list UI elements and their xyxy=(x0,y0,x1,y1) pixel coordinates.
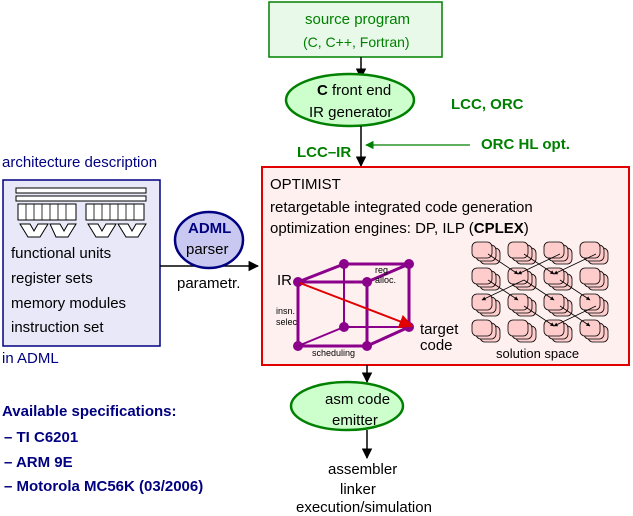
front-end-ellipse xyxy=(284,72,416,128)
target-label: target xyxy=(420,321,459,338)
parser-label: parser xyxy=(186,241,229,258)
lcc-ir-label: LCC–IR xyxy=(297,144,352,161)
emitter-label: emitter xyxy=(332,412,378,429)
source-program-languages: (C, C++, Fortran) xyxy=(303,34,410,50)
solution-node xyxy=(471,293,501,317)
solution-node xyxy=(507,293,537,317)
solution-edge xyxy=(523,305,555,327)
solution-node xyxy=(471,267,501,291)
solution-edge xyxy=(487,253,519,275)
solution-node xyxy=(507,319,537,343)
optimist-title: OPTIMIST xyxy=(270,176,341,193)
cube-insn-label: insn. xyxy=(276,306,296,316)
solution-node xyxy=(543,241,573,265)
solution-edge xyxy=(559,279,591,301)
solution-node xyxy=(579,267,609,291)
cube-ir-label: IR xyxy=(277,272,292,289)
spec-motorola: – Motorola MC56K (03/2006) xyxy=(4,478,204,495)
solution-edge xyxy=(487,279,519,301)
front-end-c: C xyxy=(317,82,328,99)
optimist-engines-close: ) xyxy=(523,220,529,237)
arch-item-instruction-set: instruction set xyxy=(11,319,104,336)
spec-ti-c6201: – TI C6201 xyxy=(4,429,79,446)
output-execution: execution/simulation xyxy=(296,499,432,516)
solution-space-graph xyxy=(471,241,609,343)
spec-arm-9e: – ARM 9E xyxy=(4,454,73,471)
solution-node xyxy=(471,319,501,343)
solution-edge xyxy=(523,253,555,275)
optimist-engines-cplex: CPLEX xyxy=(473,220,524,237)
orc-hl-opt-label: ORC HL opt. xyxy=(481,136,570,153)
ir-generator-label: IR generator xyxy=(309,104,393,121)
adml-parser-ellipse xyxy=(173,210,245,270)
parametr-label: parametr. xyxy=(177,275,241,292)
asm-code-label: asm code xyxy=(325,391,391,408)
cube-alloc-label: alloc. xyxy=(375,275,397,285)
cube-selec-label: selec xyxy=(276,317,298,327)
lcc-orc-label: LCC, ORC xyxy=(451,96,524,113)
output-assembler: assembler xyxy=(328,461,398,478)
solution-space-label: solution space xyxy=(496,346,580,361)
solution-node xyxy=(579,241,609,265)
adml-label: ADML xyxy=(188,220,232,237)
solution-node xyxy=(543,293,573,317)
front-end-label: front end xyxy=(327,82,392,99)
architecture-hardware-icon xyxy=(15,187,147,238)
optimist-engines: optimization engines: DP, ILP (CPLEX) xyxy=(270,221,529,236)
output-linker: linker xyxy=(340,481,376,498)
architecture-footer: in ADML xyxy=(2,350,59,367)
solution-edge xyxy=(523,279,555,301)
architecture-title: architecture description xyxy=(2,154,158,171)
optimist-subtitle: retargetable integrated code generation xyxy=(270,199,533,216)
front-end-line1: C front end xyxy=(317,83,391,98)
cube-scheduling-label: scheduling xyxy=(312,348,356,358)
arch-item-memory-modules: memory modules xyxy=(11,295,127,312)
asm-emitter-ellipse xyxy=(289,380,405,432)
arch-item-register-sets: register sets xyxy=(11,270,93,287)
solution-edge xyxy=(553,253,597,275)
cube-optimal-path-arrow xyxy=(299,282,414,329)
cube-reg-label: reg. xyxy=(375,265,391,275)
solution-node xyxy=(507,241,537,265)
optimist-engines-text: optimization engines: DP, ILP ( xyxy=(270,220,474,237)
code-label: code xyxy=(420,337,453,354)
solution-node xyxy=(471,241,501,265)
specs-title: Available specifications: xyxy=(2,403,177,420)
source-program-box xyxy=(268,1,443,58)
source-program-title: source program xyxy=(305,11,411,28)
arch-item-functional-units: functional units xyxy=(11,245,112,262)
solution-node xyxy=(579,319,609,343)
solution-edge xyxy=(553,305,597,327)
